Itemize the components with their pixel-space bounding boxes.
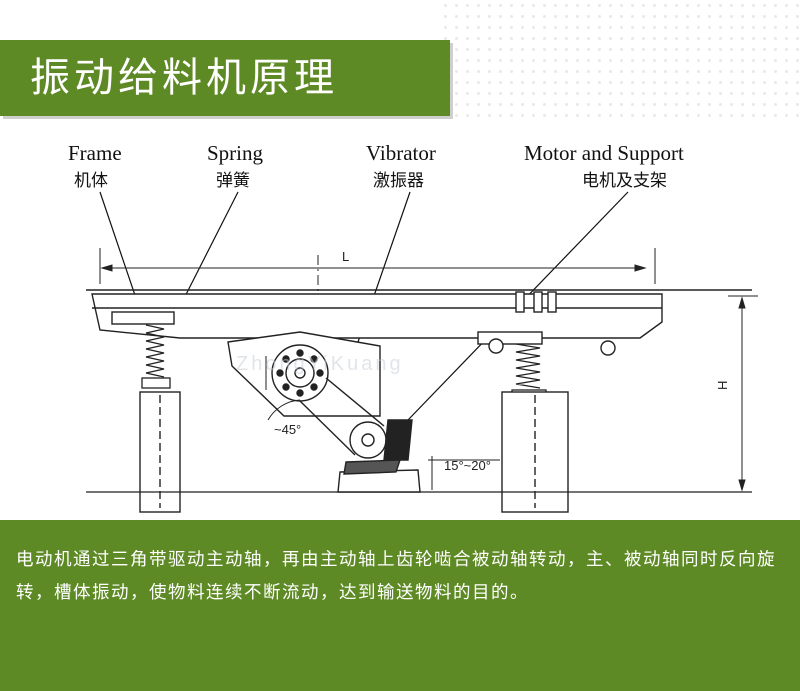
motor-assembly [299, 377, 421, 493]
title-banner: 振动给料机原理 [0, 40, 450, 116]
dimension-length [99, 248, 656, 330]
feeder-diagram: Frame 机体 Spring 弹簧 Vibrator 激振器 Motor an… [0, 120, 800, 520]
dimension-length-label: L [342, 249, 349, 264]
label-vibrator-en: Vibrator [366, 141, 436, 165]
frame-body [86, 289, 752, 345]
watermark: ZhongYiKuang [236, 353, 404, 375]
label-spring-zh: 弹簧 [216, 171, 250, 191]
label-frame-zh: 机体 [74, 171, 108, 191]
spring-left [141, 324, 171, 389]
dimension-height-label: H [715, 381, 730, 390]
description-text: 电动机通过三角带驱动主动轴，再由主动轴上齿轮啮合被动轴转动，主、被动轴同时反向旋… [16, 550, 776, 603]
label-vibrator-zh: 激振器 [373, 171, 424, 191]
label-motor-en: Motor and Support [524, 141, 684, 165]
dimension-height [728, 295, 758, 492]
label-spring-en: Spring [207, 141, 264, 165]
decorative-dot-pattern [440, 0, 800, 120]
angle-motor-label: 15°~20° [444, 458, 491, 473]
label-motor-zh: 电机及支架 [582, 171, 667, 191]
angle-drive-label: ~45° [274, 422, 301, 437]
description-panel: 电动机通过三角带驱动主动轴，再由主动轴上齿轮啮合被动轴转动，主、被动轴同时反向旋… [0, 520, 800, 691]
angle-drive-arc [265, 356, 301, 421]
feeder-diagram-svg: Frame 机体 Spring 弹簧 Vibrator 激振器 Motor an… [68, 141, 758, 513]
label-frame-en: Frame [68, 141, 122, 165]
page-title: 振动给料机原理 [30, 55, 338, 101]
angle-motor-marker [428, 456, 500, 490]
vibrator-assembly [227, 331, 616, 417]
